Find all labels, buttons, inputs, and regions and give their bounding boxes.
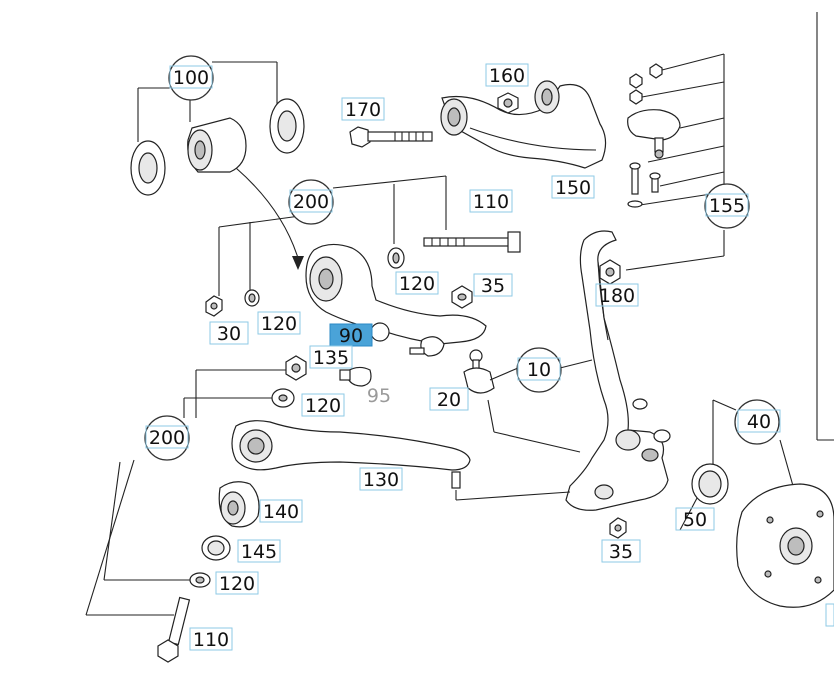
label-160[interactable]: 160 (485, 63, 529, 87)
label-145[interactable]: 145 (237, 539, 281, 563)
callout-circle-40 (734, 399, 780, 445)
svg-text:160: 160 (489, 65, 525, 87)
label-35-upper[interactable]: 35 (473, 273, 513, 297)
svg-text:35: 35 (481, 275, 505, 297)
label-200-lower[interactable]: 200 (145, 425, 189, 449)
svg-text:145: 145 (241, 541, 277, 563)
label-95[interactable]: 95 (367, 385, 391, 407)
upper-control-arm (440, 80, 607, 169)
label-40[interactable]: 40 (737, 409, 781, 433)
svg-text:100: 100 (173, 67, 209, 89)
arrow-head (292, 256, 304, 270)
svg-text:30: 30 (217, 323, 241, 345)
label-180[interactable]: 180 (595, 283, 639, 307)
label-155[interactable]: 155 (705, 193, 749, 217)
svg-text:120: 120 (219, 573, 255, 595)
label-100[interactable]: 100 (169, 65, 213, 89)
svg-text:130: 130 (363, 469, 399, 491)
svg-text:90: 90 (339, 325, 363, 347)
label-50[interactable]: 50 (675, 507, 715, 531)
label-120-upper[interactable]: 120 (395, 271, 439, 295)
label-35-bottom[interactable]: 35 (601, 539, 641, 563)
label-edge-partial (825, 603, 834, 627)
label-10[interactable]: 10 (517, 357, 561, 381)
label-120-left[interactable]: 120 (257, 311, 301, 335)
svg-text:120: 120 (305, 395, 341, 417)
svg-text:120: 120 (261, 313, 297, 335)
svg-text:200: 200 (149, 427, 185, 449)
svg-text:35: 35 (609, 541, 633, 563)
callout-circle-155 (704, 183, 750, 229)
svg-text:110: 110 (193, 629, 229, 651)
seal-50 (691, 463, 729, 505)
nut-180 (599, 259, 621, 285)
nut-135 (285, 355, 307, 381)
label-30[interactable]: 30 (209, 321, 249, 345)
wheel-hub-40 (679, 399, 834, 608)
bushing-assembly-100 (130, 61, 305, 196)
callout-circle-200-lower (144, 415, 190, 461)
label-150[interactable]: 150 (551, 175, 595, 199)
bolt-170 (349, 126, 433, 148)
callout-circle-10 (516, 347, 562, 393)
leader-10-right (559, 359, 593, 369)
label-130[interactable]: 130 (359, 467, 403, 491)
label-135[interactable]: 135 (309, 345, 353, 369)
label-20[interactable]: 20 (429, 387, 469, 411)
ball-joint-95 (339, 366, 372, 387)
label-200-upper[interactable]: 200 (289, 189, 333, 213)
label-110-lower[interactable]: 110 (189, 627, 233, 651)
label-110-upper[interactable]: 110 (469, 189, 513, 213)
steering-knuckle (565, 230, 671, 511)
svg-text:20: 20 (437, 389, 461, 411)
svg-text:50: 50 (683, 509, 707, 531)
label-170[interactable]: 170 (341, 97, 385, 121)
assembly-arrow (235, 167, 299, 259)
svg-text:120: 120 (399, 273, 435, 295)
svg-text:110: 110 (473, 191, 509, 213)
label-90-highlighted[interactable]: 90 (329, 323, 373, 347)
control-arm-90 (205, 175, 487, 357)
svg-text:170: 170 (345, 99, 381, 121)
nut-35-bottom (609, 517, 627, 539)
svg-text:95: 95 (367, 385, 391, 407)
label-120-middle[interactable]: 120 (301, 393, 345, 417)
callout-circle-200-upper (288, 179, 334, 225)
svg-text:200: 200 (293, 191, 329, 213)
bolt-110-upper (423, 231, 521, 253)
svg-text:155: 155 (709, 195, 745, 217)
svg-text:140: 140 (263, 501, 299, 523)
label-120-lower[interactable]: 120 (215, 571, 259, 595)
nut-35-upper (451, 285, 473, 309)
svg-text:180: 180 (599, 285, 635, 307)
label-140[interactable]: 140 (259, 499, 303, 523)
svg-text:135: 135 (313, 347, 349, 369)
callout-circle-100 (168, 55, 214, 101)
svg-text:40: 40 (747, 411, 771, 433)
ball-joint-20 (463, 349, 581, 453)
ball-joint-155 (625, 53, 725, 271)
svg-text:150: 150 (555, 177, 591, 199)
svg-text:10: 10 (527, 359, 551, 381)
tension-strut-group-200 (85, 369, 571, 663)
leader-10-left (489, 367, 519, 381)
